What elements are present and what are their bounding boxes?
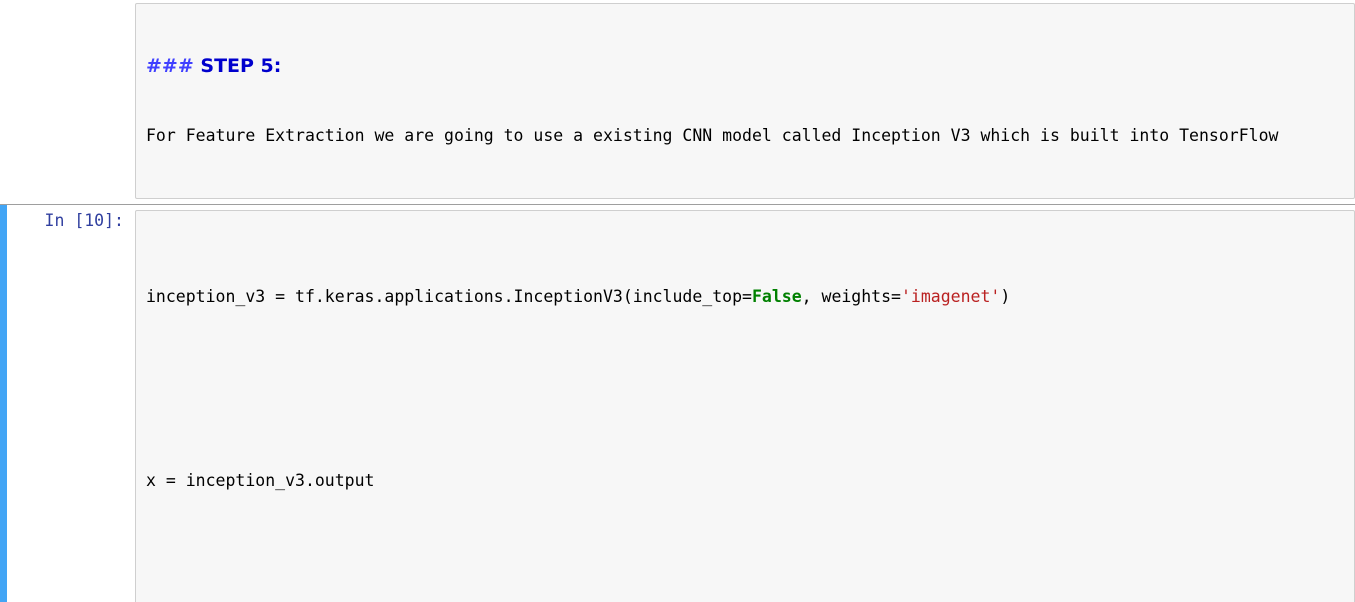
code-token-keyword: False (751, 287, 802, 306)
markdown-body-text: For Feature Extraction we are going to u… (146, 126, 1279, 145)
code-token: ) (1000, 287, 1011, 306)
markdown-line-body: For Feature Extraction we are going to u… (146, 124, 1350, 147)
cell-selection-bar (0, 205, 7, 602)
code-token: x = inception_v3.output (146, 471, 375, 490)
markdown-editor[interactable]: ### STEP 5: For Feature Extraction we ar… (135, 3, 1355, 199)
code-line-blank (146, 561, 1350, 584)
cell-separator (0, 204, 1355, 205)
code-line: x = inception_v3.output (146, 469, 1350, 492)
code-cell[interactable]: In [10]: inception_v3 = tf.keras.applica… (0, 205, 1355, 602)
markdown-cell-body[interactable]: ### STEP 5: For Feature Extraction we ar… (135, 3, 1355, 199)
markdown-hash-tokens: ### (146, 55, 194, 77)
code-token: , weights= (801, 287, 901, 306)
code-cell-prompt: In [10]: (44, 211, 124, 230)
markdown-line-header: ### STEP 5: (146, 55, 1350, 78)
code-editor[interactable]: inception_v3 = tf.keras.applications.Inc… (135, 210, 1355, 602)
code-token-string: 'imagenet' (900, 287, 1001, 306)
code-line-blank (146, 377, 1350, 400)
code-cell-body[interactable]: inception_v3 = tf.keras.applications.Inc… (135, 210, 1355, 602)
markdown-cell[interactable]: ### STEP 5: For Feature Extraction we ar… (0, 0, 1355, 204)
code-token: inception_v3 = tf.keras.applications.Inc… (146, 287, 752, 306)
markdown-header-text: STEP 5: (193, 55, 282, 77)
code-line: inception_v3 = tf.keras.applications.Inc… (146, 285, 1350, 308)
